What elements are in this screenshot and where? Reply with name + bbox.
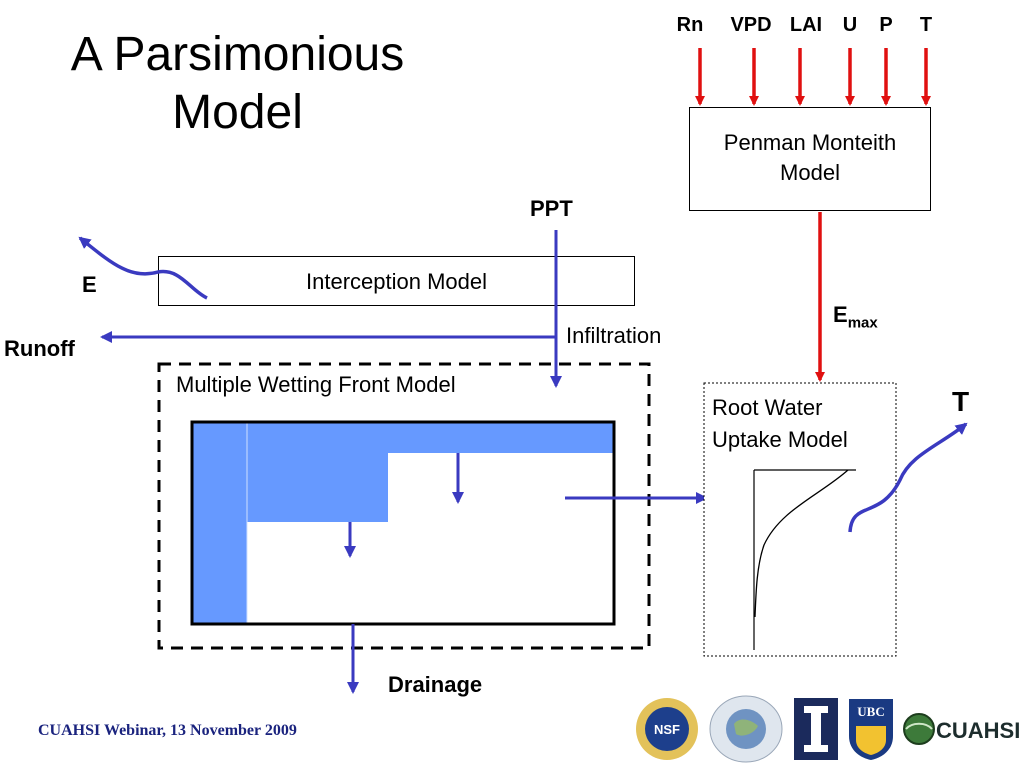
wetting-front-1	[192, 422, 247, 624]
root-line-2: Uptake Model	[712, 427, 848, 452]
ubc-logo: UBC	[849, 699, 893, 760]
evaporation-label: E	[82, 272, 97, 297]
title-line-2: Model	[172, 86, 303, 139]
globe-logo	[709, 695, 783, 763]
penman-monteith-box: Penman Monteith Model	[689, 107, 931, 211]
emax-label: Emax	[833, 302, 878, 336]
input-u: U	[842, 14, 858, 36]
penman-line-1: Penman Monteith	[723, 130, 897, 155]
mwf-label: Multiple Wetting Front Model	[176, 372, 456, 397]
ubc-logo-text: UBC	[857, 704, 884, 719]
wetting-front-3	[388, 422, 614, 453]
root-distribution-curve	[754, 469, 849, 618]
input-t: T	[919, 14, 933, 36]
ppt-label: PPT	[530, 196, 573, 221]
drainage-label: Drainage	[388, 672, 483, 697]
evaporation-arrow	[78, 236, 208, 300]
input-p: P	[879, 14, 893, 36]
infiltration-label: Infiltration	[566, 323, 662, 348]
emax-sub: max	[847, 314, 878, 332]
interception-label: Interception Model	[306, 269, 487, 294]
logo-strip: NSF UBC CUAHSI	[632, 692, 1024, 766]
root-uptake-box	[703, 382, 897, 657]
title-line-1: A Parsimonious	[70, 28, 405, 81]
footer-text: CUAHSI Webinar, 13 November 2009	[38, 722, 297, 739]
input-rn: Rn	[676, 14, 704, 36]
mwf-dashed-box	[157, 362, 651, 650]
cuahsi-globe-icon	[903, 713, 935, 745]
slide-title: A Parsimonious Model	[0, 26, 475, 142]
runoff-label: Runoff	[4, 336, 75, 361]
transpiration-label: T	[952, 386, 970, 417]
transpiration-arrow	[848, 422, 968, 533]
cuahsi-logo-text: CUAHSI	[936, 718, 1021, 743]
nsf-logo-text: NSF	[654, 722, 680, 737]
nsf-logo: NSF	[636, 698, 698, 760]
illinois-logo	[794, 698, 838, 760]
root-line-1: Root Water	[712, 395, 823, 420]
input-vpd: VPD	[730, 14, 772, 36]
root-uptake-label: Root Water Uptake Model	[712, 392, 848, 456]
wetting-front-2	[247, 422, 388, 522]
input-arrows	[695, 48, 931, 106]
penman-line-2: Model	[780, 160, 840, 185]
emax-main: E	[833, 302, 848, 327]
input-lai: LAI	[789, 14, 823, 36]
